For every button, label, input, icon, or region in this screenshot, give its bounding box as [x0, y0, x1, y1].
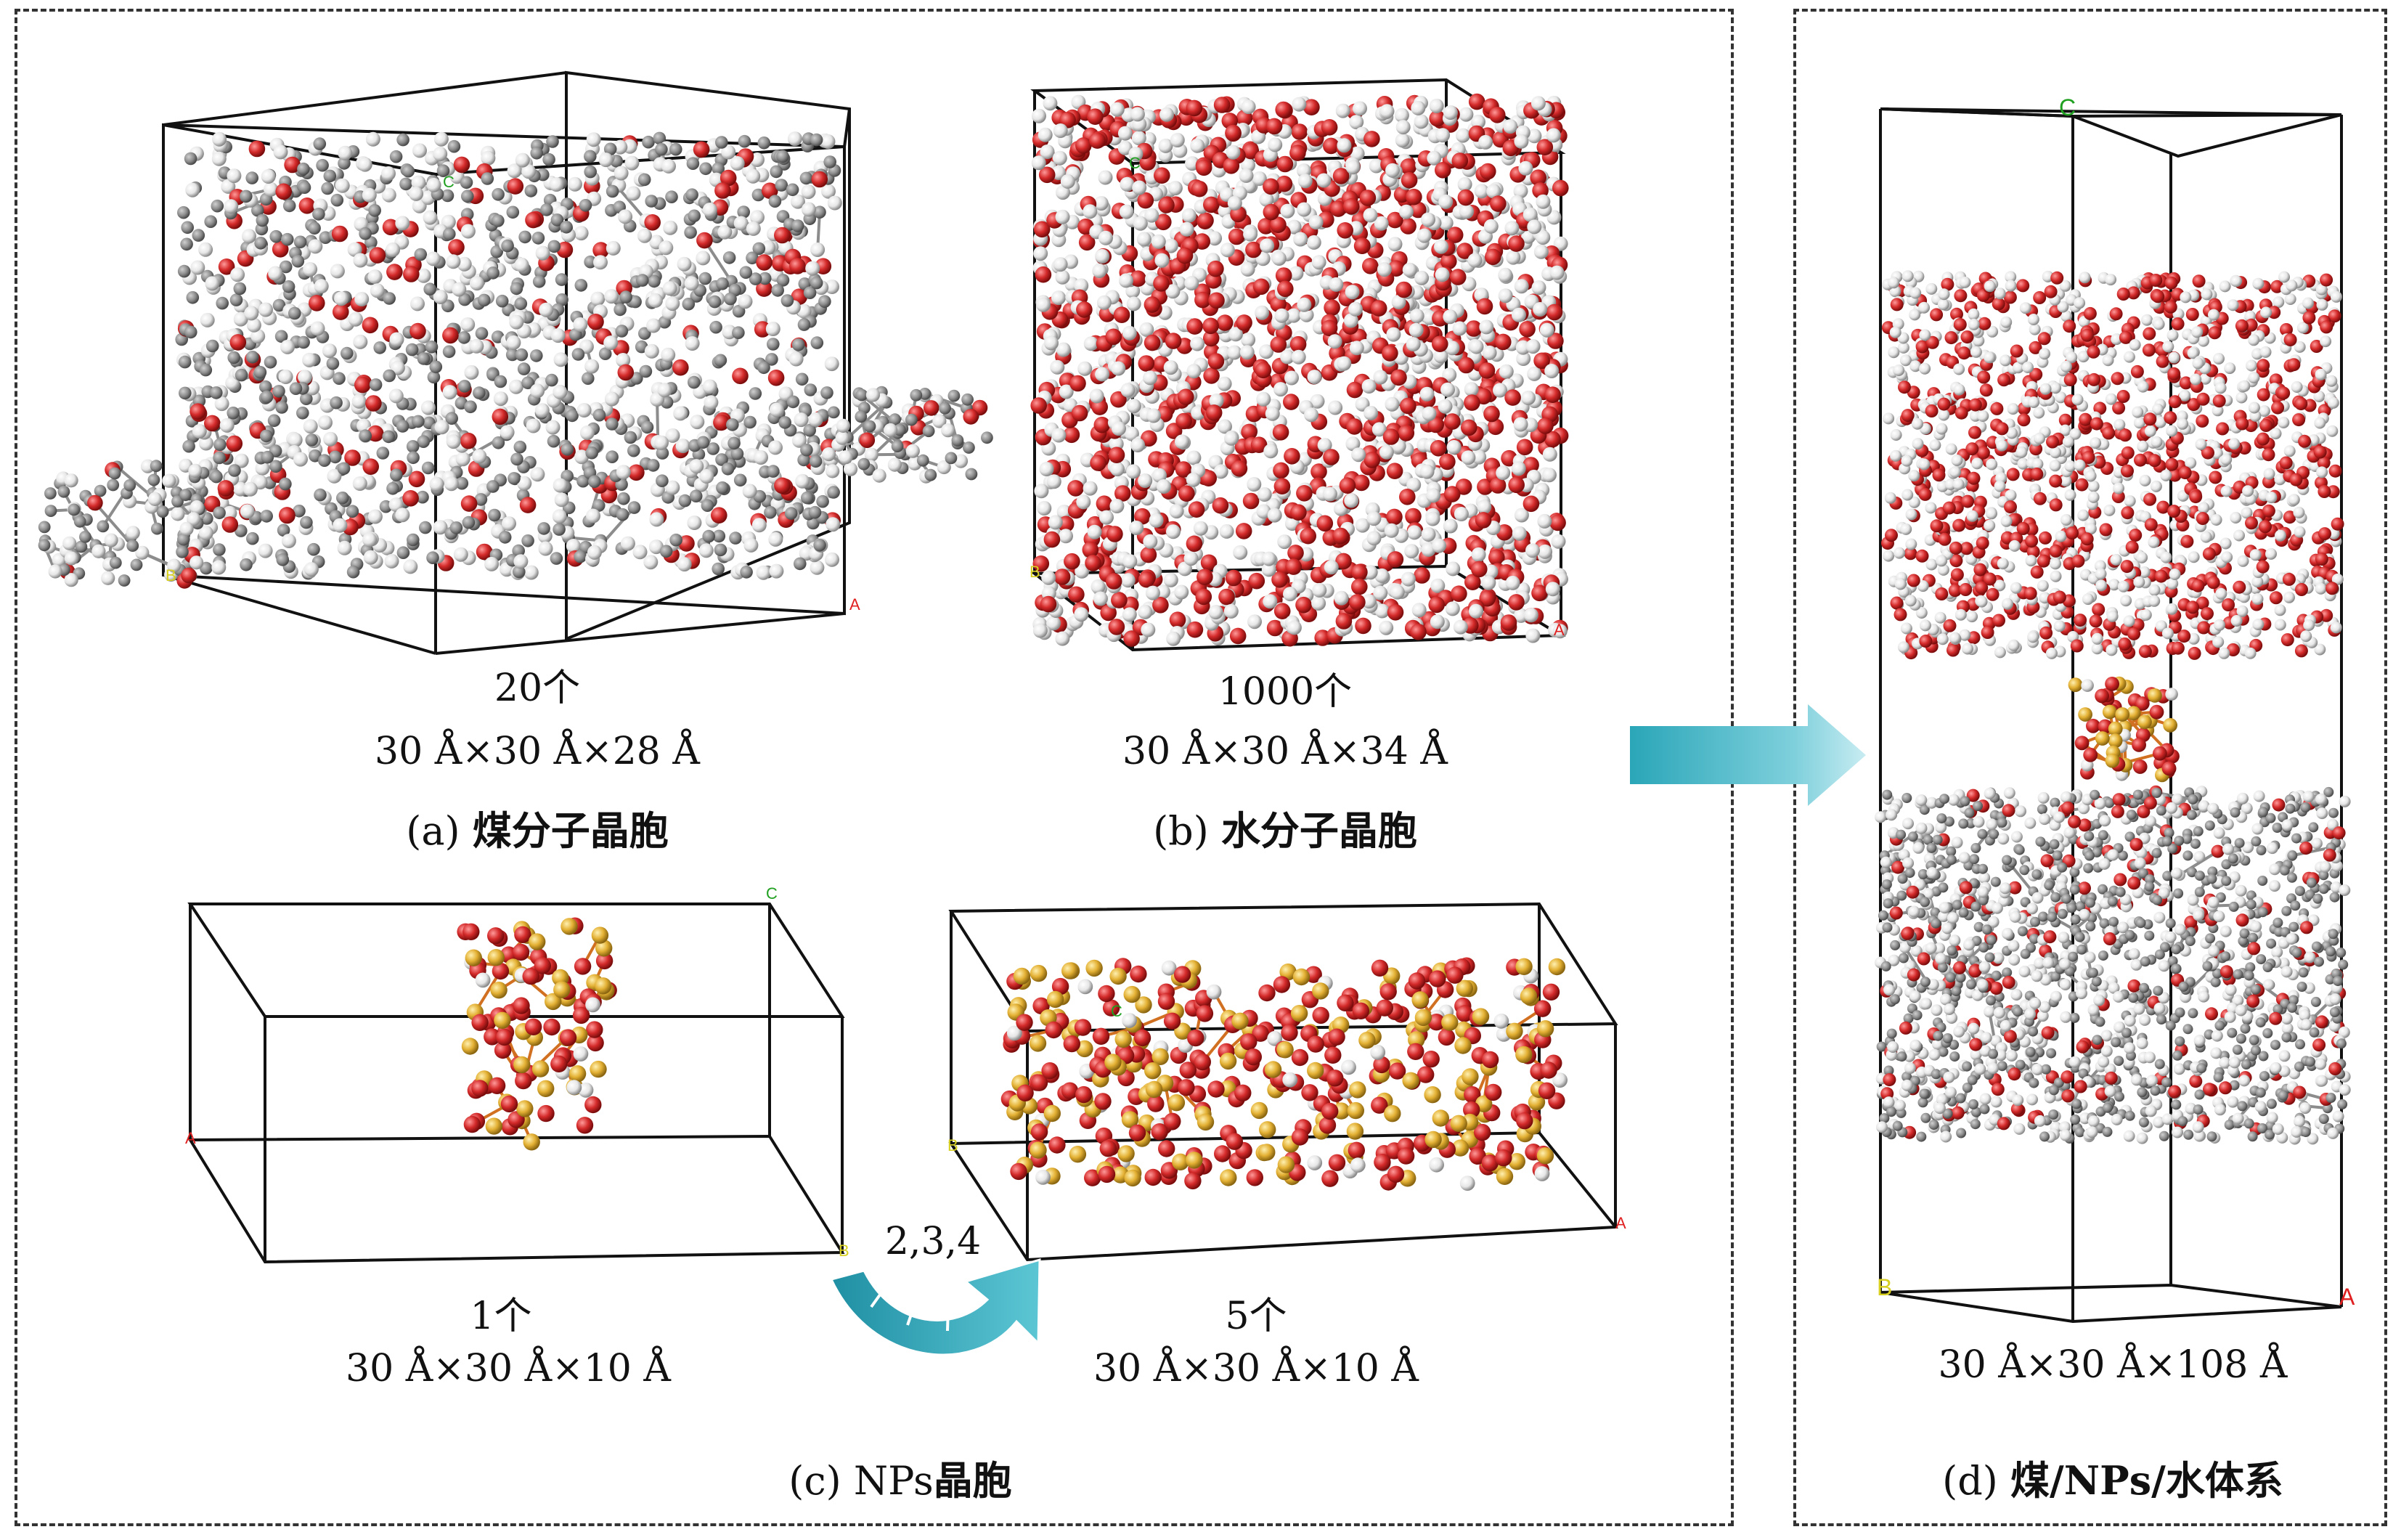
np-caption-prefix: (c) NPs	[788, 1458, 934, 1504]
system-dims-label: 30 Å×30 Å×108 Å	[1938, 1343, 2288, 1387]
np-five-atoms	[1000, 957, 1568, 1191]
np-caption: (c) NPs晶胞	[697, 1449, 1104, 1506]
curved-arrow-icon	[829, 1258, 1041, 1356]
np-five-cell-box	[948, 902, 1619, 1262]
np-single-dims-label: 30 Å×30 Å×10 Å	[346, 1347, 671, 1390]
coal-molecule-atoms	[38, 131, 993, 589]
system-caption-prefix: (d)	[1942, 1458, 2011, 1504]
axis-label-a: A	[2339, 1284, 2355, 1310]
axis-label-a: A	[1615, 1214, 1626, 1232]
system-caption: (d) 煤/NPs/水体系	[1859, 1449, 2367, 1506]
coal-count-label: 20个	[494, 667, 581, 710]
coal-caption: (a) 煤分子晶胞	[290, 799, 784, 856]
right-arrow-icon	[1630, 704, 1866, 806]
coal-caption-text: 煤分子晶胞	[472, 807, 669, 854]
water-caption-text: 水分子晶胞	[1220, 807, 1417, 854]
np-arrow-label: 2,3,4	[884, 1220, 982, 1263]
axis-label-b: B	[1877, 1274, 1893, 1300]
coal-caption-prefix: (a)	[406, 808, 473, 854]
water-molecule-atoms	[1030, 93, 1569, 647]
axis-label-c: C	[1129, 154, 1141, 172]
water-count-label: 1000个	[1218, 670, 1353, 714]
axis-label-c: C	[766, 884, 778, 903]
water-dims-label: 30 Å×30 Å×34 Å	[1122, 730, 1448, 773]
axis-label-a: A	[849, 595, 860, 614]
axis-label-c: C	[2059, 94, 2076, 121]
axis-label-b: B	[947, 1136, 958, 1154]
np-five-dims-label: 30 Å×30 Å×10 Å	[1093, 1347, 1419, 1390]
coal-dims-label: 30 Å×30 Å×28 Å	[375, 730, 700, 773]
axis-label-b: B	[839, 1242, 849, 1260]
np-five-count-label: 5个	[1225, 1295, 1287, 1338]
water-caption-prefix: (b)	[1153, 808, 1221, 854]
axis-label-b: B	[1030, 563, 1040, 581]
water-caption: (b) 水分子晶胞	[1038, 799, 1532, 856]
system-atoms	[1875, 270, 2351, 1145]
system-caption-text: 煤/NPs/水体系	[2010, 1457, 2283, 1504]
np-caption-text: 晶胞	[933, 1457, 1012, 1504]
axis-label-c: C	[443, 173, 454, 191]
axis-label-c: C	[1111, 1002, 1122, 1020]
axis-label-b: B	[166, 566, 176, 584]
np-single-atoms	[457, 917, 617, 1151]
np-single-cell-box	[187, 903, 845, 1264]
np-single-count-label: 1个	[470, 1295, 532, 1338]
axis-label-a: A	[185, 1129, 196, 1147]
axis-label-a: A	[1554, 621, 1565, 639]
